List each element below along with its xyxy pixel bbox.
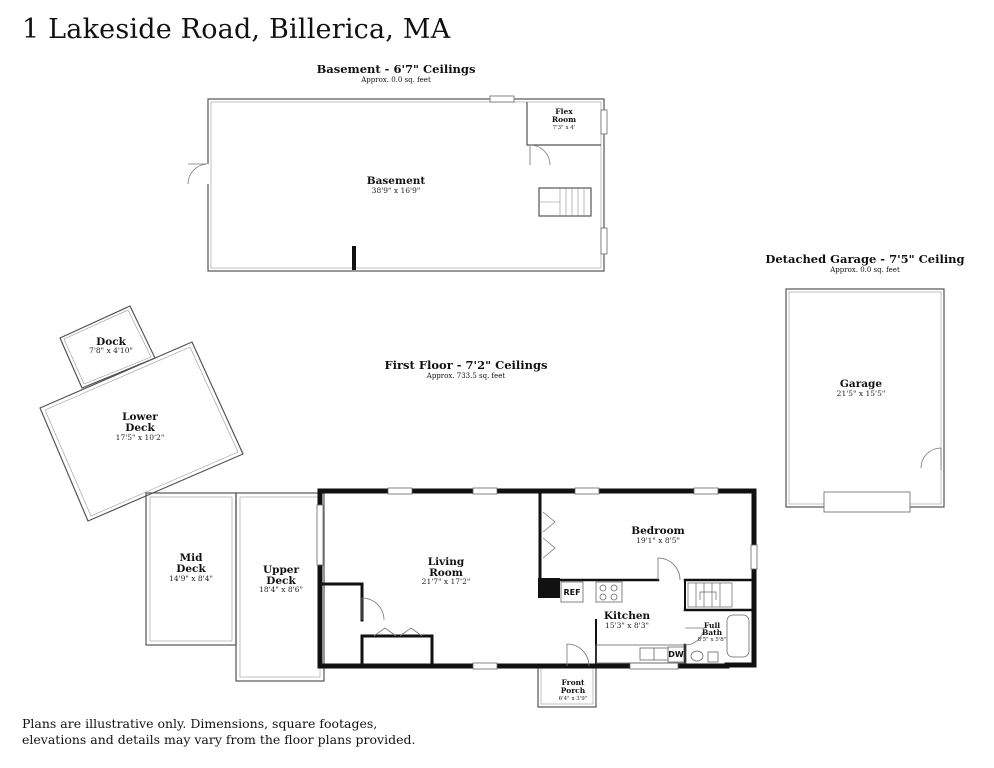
window [472,487,498,495]
basement-room-dim: 38'9" x 16'9" [372,186,421,195]
first-floor-top-wall [317,488,757,612]
chimney [538,578,560,598]
dw-label: DW [668,650,684,659]
disclaimer-line-2: elevations and details may vary from the… [22,732,416,747]
garage-section-header: Detached Garage - 7'5" Ceiling Approx. 0… [760,252,970,274]
dock-name: Dock [96,336,127,348]
first-floor-doors [361,511,705,667]
garage-room-dim: 21'5" x 15'5" [837,389,886,398]
garage-door [823,491,911,513]
bedroom-door [657,557,681,581]
kitchen-name: Kitchen [604,610,651,622]
lower-deck-outline [39,341,244,522]
lower-deck-name-2: Deck [125,422,155,434]
first-floor-outer-wall [317,488,757,669]
bath-door [684,627,705,646]
page-title: 1 Lakeside Road, Billerica, MA [22,14,451,45]
window [750,544,758,570]
closet-door [361,597,385,621]
garage-outline [785,288,945,508]
basement-window [600,109,608,135]
window [693,487,719,495]
upper-deck-outline [235,492,325,682]
kitchen-fixtures [560,581,750,664]
mid-deck-name-1: Mid [180,552,204,564]
full-bath-name-1: Full [704,621,720,630]
basement-section-header: Basement - 6'7" Ceilings Approx. 0.0 sq.… [296,62,496,84]
living-room-dim: 21'7" x 17'2" [422,577,471,586]
first-floor-sqft: Approx. 733.5 sq. feet [426,372,506,380]
upper-deck-dim: 18'4" x 8'6" [259,585,303,594]
window [629,662,679,670]
flex-room-wall [526,102,553,146]
front-porch-name-2: Porch [561,686,586,695]
mid-deck-name-2: Deck [176,563,206,575]
basement-room-name: Basement [367,175,426,187]
garage-heading: Detached Garage - 7'5" Ceiling [765,252,965,266]
disclaimer: Plans are illustrative only. Dimensions,… [22,716,422,748]
full-bath-name-2: Bath [702,628,723,637]
decks-plan [39,305,597,708]
basement-outline [207,98,605,272]
lower-deck-dim: 17'5" x 10'2" [116,433,165,442]
refrigerator [560,581,584,603]
upper-deck-name-1: Upper [263,564,300,576]
lower-deck-name-1: Lower [122,411,158,423]
garage-inner-outline [788,291,942,505]
flex-room-dim: 7'3" x 4' [553,125,576,131]
front-door [566,643,590,667]
dock-dim: 7'8" x 4'10" [89,346,133,355]
garage-room-name: Garage [840,378,882,390]
closet-wall [360,634,434,666]
garage-sqft: Approx. 0.0 sq. feet [830,266,900,274]
window [574,487,600,495]
first-floor-stairs [687,582,733,608]
living-room-name-1: Living [428,556,465,568]
bedroom-name: Bedroom [631,525,685,537]
kitchen-counter [595,644,687,664]
front-porch-dim: 6'4" x 3'9" [559,696,588,702]
bifold-door [373,627,423,637]
mid-deck-dim: 14'9" x 8'4" [169,574,213,583]
disclaimer-line-1: Plans are illustrative only. Dimensions,… [22,716,378,731]
first-floor-section-header: First Floor - 7'2" Ceilings Approx. 733.… [366,358,566,380]
toilet [690,650,704,662]
flex-room-name-1: Flex [555,107,573,116]
ref-label: REF [563,588,580,597]
stove [595,581,623,603]
basement-door [187,163,209,185]
garage-side-door [920,447,942,470]
garage-plan [785,288,945,513]
first-floor-plan [317,488,757,669]
flex-room-name-2: Room [552,115,576,124]
first-floor-heading: First Floor - 7'2" Ceilings [384,358,548,372]
basement-plan [187,95,608,272]
bathtub [726,614,750,658]
first-floor-windows [316,487,758,670]
bedroom-closet-door [542,511,556,559]
basement-heading: Basement - 6'7" Ceilings [316,62,476,76]
front-porch-name-1: Front [561,678,585,687]
basement-sqft: Approx. 0.0 sq. feet [361,76,431,84]
kitchen-dim: 15'3" x 8'3" [605,621,649,630]
basement-window [600,227,608,255]
basement-window [489,95,515,103]
closet-wall [321,582,364,622]
window [387,487,413,495]
dishwasher [667,646,685,663]
window [472,662,498,670]
bedroom-dim: 19'1" x 8'5" [636,536,680,545]
sliding-door [316,504,324,566]
basement-inner-outline [210,101,602,269]
bath-sink [707,651,719,663]
full-bath-dim: 8'5" x 5'8" [698,637,727,643]
flex-room-door [529,144,551,166]
living-room-name-2: Room [429,567,463,579]
upper-deck-name-2: Deck [266,575,296,587]
basement-post [352,246,356,270]
